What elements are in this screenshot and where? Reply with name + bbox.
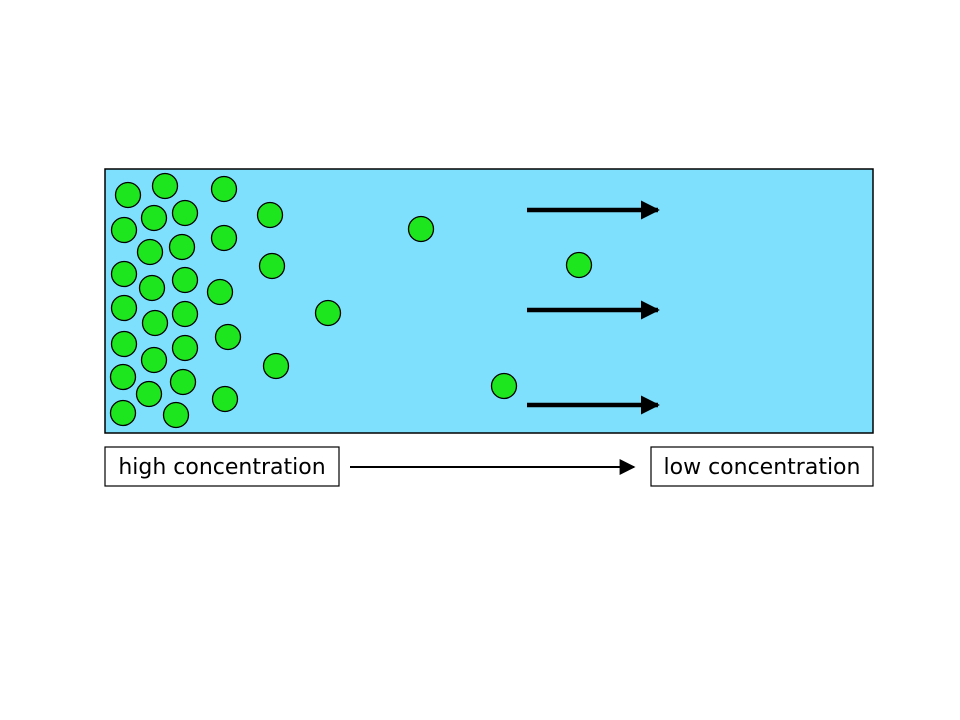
particle xyxy=(256,201,284,229)
low-concentration-text: low concentration xyxy=(664,455,861,480)
particle xyxy=(171,300,199,328)
high-concentration-label: high concentration xyxy=(104,446,340,487)
particle xyxy=(210,175,238,203)
particle xyxy=(258,252,286,280)
particle xyxy=(110,330,138,358)
particle xyxy=(314,299,342,327)
flow-arrows-group xyxy=(527,200,660,415)
particle xyxy=(171,199,199,227)
particle xyxy=(109,399,137,427)
particle xyxy=(151,172,179,200)
particle xyxy=(490,372,518,400)
low-concentration-box xyxy=(650,446,874,487)
particle xyxy=(109,363,137,391)
particle xyxy=(211,385,239,413)
particle xyxy=(110,260,138,288)
particle xyxy=(262,352,290,380)
particle xyxy=(114,181,142,209)
high-concentration-box xyxy=(104,446,340,487)
particle xyxy=(210,224,238,252)
particle xyxy=(407,215,435,243)
particle xyxy=(140,346,168,374)
particle xyxy=(162,401,190,429)
particle xyxy=(136,238,164,266)
particle xyxy=(206,278,234,306)
low-concentration-label: low concentration xyxy=(650,446,874,487)
particle xyxy=(110,216,138,244)
particle xyxy=(140,204,168,232)
particle xyxy=(141,309,169,337)
particle xyxy=(171,266,199,294)
particle xyxy=(171,334,199,362)
particles-group xyxy=(109,172,593,429)
particle xyxy=(135,380,163,408)
high-concentration-text: high concentration xyxy=(118,455,325,480)
particle xyxy=(169,368,197,396)
particle xyxy=(565,251,593,279)
particle xyxy=(168,233,196,261)
particle xyxy=(138,274,166,302)
particle xyxy=(110,294,138,322)
particle xyxy=(214,323,242,351)
